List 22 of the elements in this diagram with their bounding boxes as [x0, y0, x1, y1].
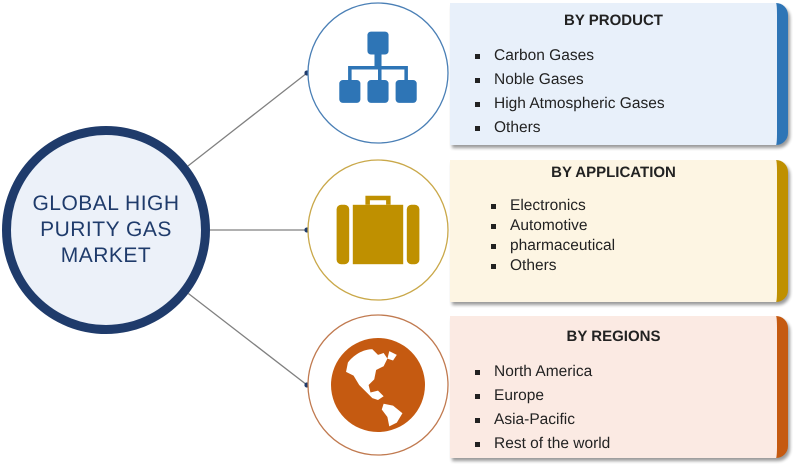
panel-heading: BY APPLICATION — [550, 164, 677, 181]
connector-line — [210, 227, 310, 233]
list-item: Carbon Gases — [494, 47, 594, 65]
category-panel — [450, 160, 788, 302]
category-panel — [450, 3, 788, 145]
list-item: Asia-Pacific — [494, 411, 575, 429]
panel-heading: BY PRODUCT — [563, 12, 664, 29]
center-title: GLOBAL HIGH PURITY GAS MARKET — [31, 190, 181, 270]
list-item: Electronics — [510, 197, 586, 215]
category-panel — [450, 316, 788, 458]
list-item: North America — [494, 363, 592, 381]
list-item: Automotive — [510, 217, 588, 235]
list-item: Others — [510, 257, 557, 275]
list-item: High Atmospheric Gases — [494, 95, 665, 113]
connector-line — [188, 293, 310, 388]
list-item: Others — [494, 119, 541, 137]
connector-line — [188, 70, 310, 166]
list-item: Europe — [494, 387, 544, 405]
list-item: Noble Gases — [494, 71, 584, 89]
list-item: Rest of the world — [494, 435, 610, 453]
panel-heading: BY REGIONS — [566, 328, 662, 345]
list-item: pharmaceutical — [510, 237, 616, 255]
